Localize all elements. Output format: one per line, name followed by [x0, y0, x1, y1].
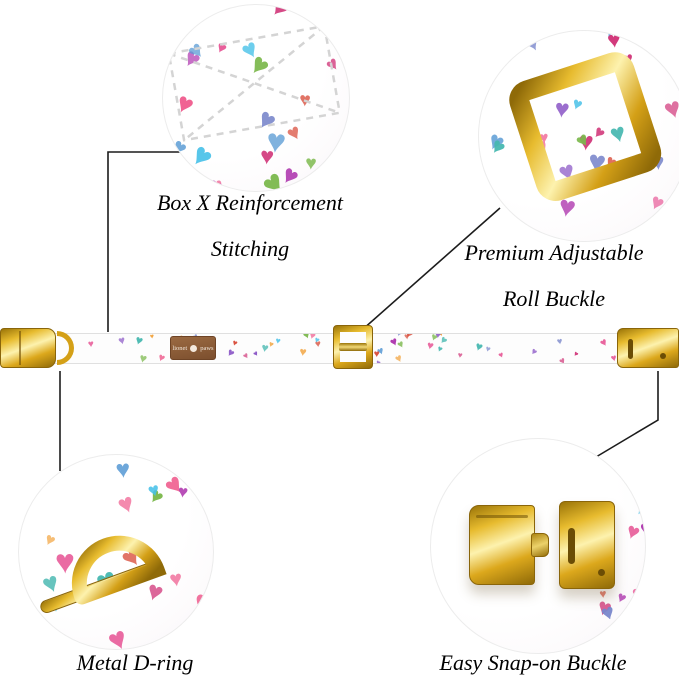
heart-icon: ♥	[403, 334, 410, 342]
heart-icon: ♥	[103, 620, 134, 649]
buckle-lip	[476, 515, 528, 518]
collar-roll-buckle-adjuster	[333, 325, 373, 369]
heart-icon: ♥	[644, 602, 645, 619]
brand-tag: lionet paws	[170, 336, 216, 360]
box-x-stitch-icon	[167, 24, 342, 142]
heart-icon: ♥	[556, 337, 564, 348]
heart-icon: ♥	[133, 334, 145, 349]
heart-icon: ♥	[224, 346, 237, 361]
heart-icon: ♥	[457, 350, 464, 361]
caption-line: Metal D-ring	[76, 650, 194, 675]
heart-icon: ♥	[149, 334, 155, 341]
heart-icon: ♥	[116, 334, 127, 349]
heart-icon: ♥	[557, 355, 569, 363]
roll-buckle-icon	[509, 52, 662, 201]
heart-icon: ♥	[304, 152, 318, 175]
heart-icon: ♥	[528, 346, 539, 358]
caption-snap-buckle: Easy Snap-on Buckle	[398, 650, 668, 676]
heart-icon: ♥	[435, 343, 445, 355]
heart-icon: ♥	[646, 188, 670, 217]
d-ring-icon	[71, 535, 167, 605]
caption-d-ring: Metal D-ring	[30, 650, 240, 676]
heart-icon: ♥	[496, 349, 506, 361]
heart-icon: ♥	[251, 348, 260, 359]
heart-icon: ♥	[298, 344, 308, 360]
heart-icon: ♥	[274, 335, 282, 346]
caption-line: Box X Reinforcement	[156, 190, 344, 215]
heart-icon: ♥	[264, 5, 297, 24]
adjuster-roller-bar	[339, 343, 367, 351]
heart-icon: ♥	[613, 589, 629, 608]
snap-buckle-female-icon	[559, 501, 615, 589]
heart-icon: ♥	[179, 175, 199, 191]
heart-icon: ♥	[87, 338, 95, 350]
paw-logo-icon	[190, 344, 198, 352]
heart-icon: ♥	[484, 343, 493, 355]
collar-right-buckle	[617, 328, 679, 368]
heart-icon: ♥	[434, 334, 442, 341]
brand-tag-right-text: paws	[200, 344, 214, 352]
heart-icon: ♥	[373, 349, 380, 361]
heart-icon: ♥	[392, 351, 405, 363]
heart-icon: ♥	[639, 515, 646, 544]
buckle-slot	[568, 528, 575, 564]
heart-icon: ♥	[517, 31, 547, 60]
heart-icon: ♥	[240, 349, 251, 362]
buckle-hole	[660, 353, 666, 359]
heart-icon: ♥	[137, 351, 149, 363]
heart-icon: ♥	[231, 337, 240, 349]
caption-box-x-stitching: Box X Reinforcement Stitching	[90, 190, 410, 262]
heart-icon: ♥	[426, 339, 436, 353]
heart-icon: ♥	[571, 349, 581, 359]
buckle-slot	[628, 339, 633, 359]
caption-line: Premium Adjustable	[464, 240, 644, 265]
caption-line: Roll Buckle	[502, 286, 605, 311]
heart-icon: ♥	[156, 351, 168, 363]
collar-left-buckle	[0, 328, 56, 368]
heart-icon: ♥	[260, 340, 271, 356]
brand-tag-left-text: lionet	[172, 344, 188, 352]
heart-icon: ♥	[184, 5, 205, 20]
caption-line: Easy Snap-on Buckle	[439, 650, 627, 675]
feature-circle-snap-buckle: ♥♥♥♥♥♥♥♥♥♥♥♥	[430, 438, 646, 654]
snap-buckle-prong-icon	[531, 533, 549, 557]
collar-d-ring	[57, 331, 74, 365]
caption-roll-buckle: Premium Adjustable Roll Buckle	[428, 240, 679, 312]
snap-buckle-male-icon	[469, 505, 535, 585]
heart-icon: ♥	[163, 5, 178, 36]
feature-circle-stitching: ♥♥♥♥♥♥♥♥♥♥♥♥♥♥♥♥♥♥♥♥♥♥♥♥	[162, 4, 350, 192]
caption-line: Stitching	[210, 236, 290, 261]
feature-circle-d-ring: ♥♥♥♥♥♥♥♥♥♥♥♥♥♥♥♥♥♥♥♥♥♥	[18, 454, 214, 650]
heart-icon: ♥	[597, 335, 611, 351]
feature-circle-roll-buckle: ♥♥♥♥♥♥♥♥♥♥♥♥♥♥♥♥♥♥♥♥♥♥♥♥♥♥	[478, 30, 679, 242]
callout-line-snap-buckle	[595, 371, 659, 458]
buckle-hole	[598, 569, 605, 576]
buckle-groove	[19, 331, 21, 365]
